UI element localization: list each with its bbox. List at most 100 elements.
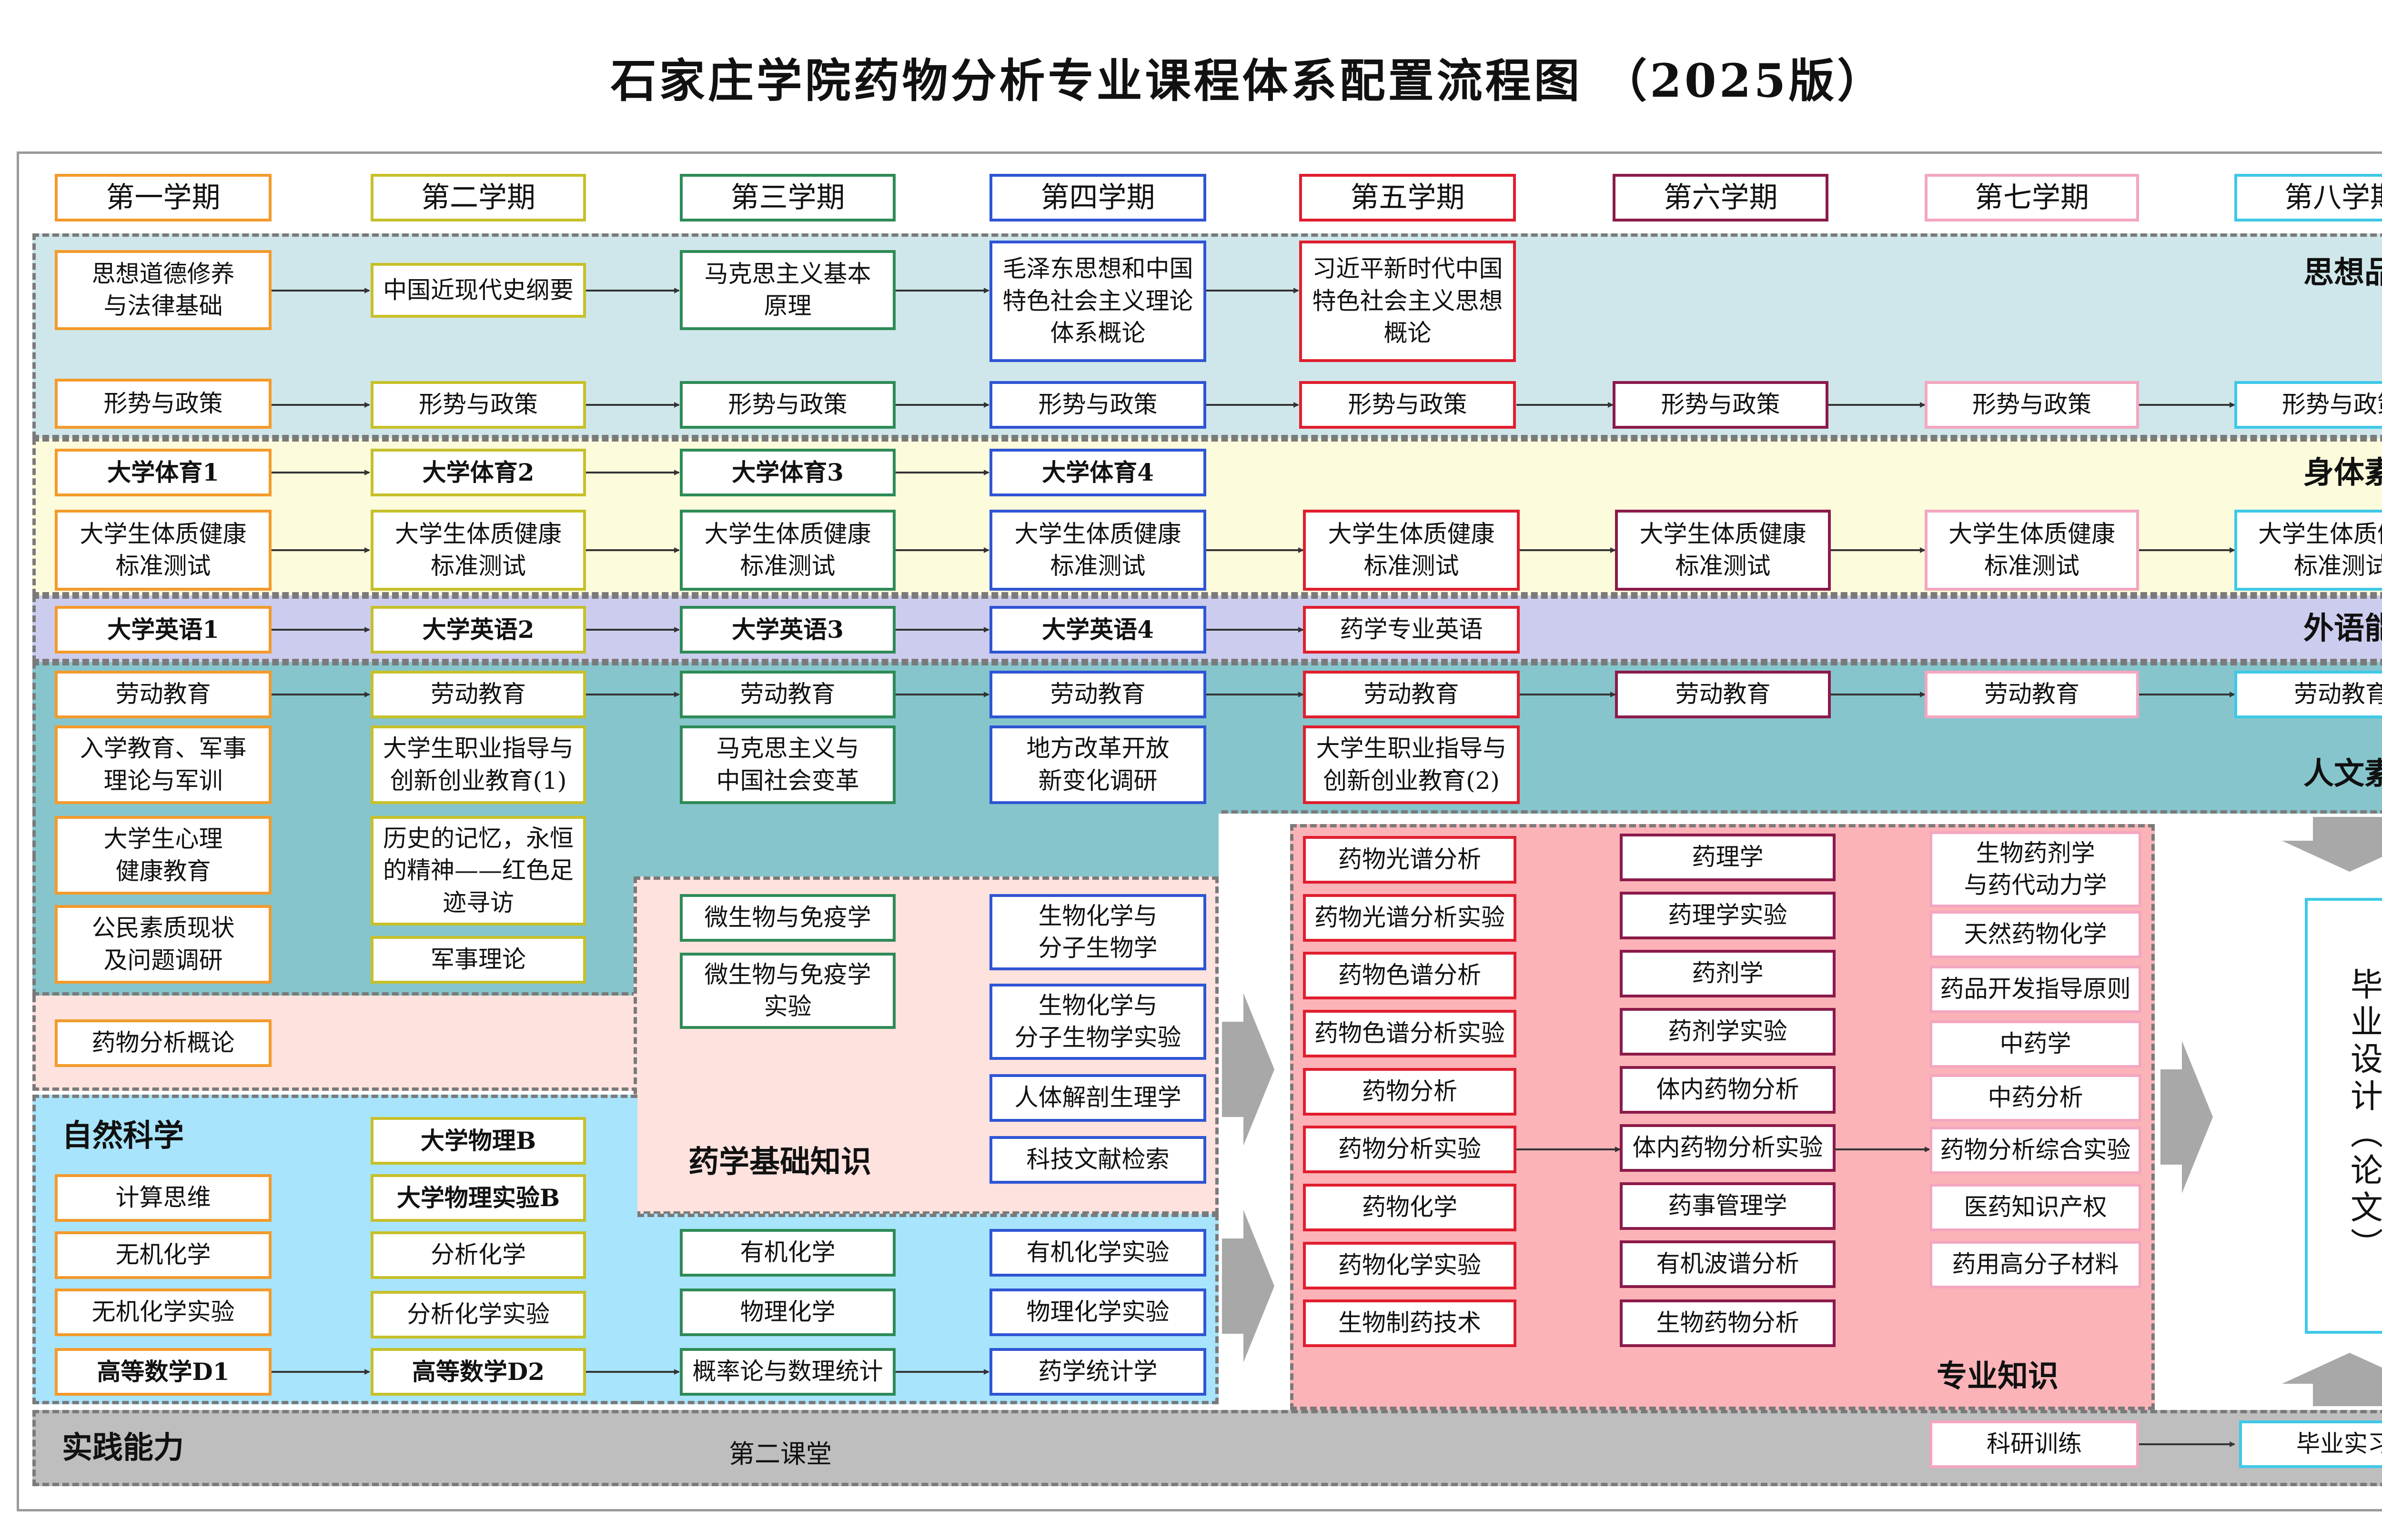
course-gs2: 高等数学D2 xyxy=(371,1348,586,1396)
course-ld-1: 劳动教育 xyxy=(55,671,272,718)
course-xs-2: 形势与政策 xyxy=(371,381,586,429)
course-bysx: 毕业实习 xyxy=(2239,1420,2382,1468)
course-cq: 医药知识产权 xyxy=(1929,1184,2141,1231)
region-renwen-mid xyxy=(634,855,1219,879)
course-ysgl: 药事管理学 xyxy=(1620,1182,1836,1230)
course-yjbp: 有机波谱分析 xyxy=(1620,1240,1836,1288)
course-tz-5: 大学生体质健康 标准测试 xyxy=(1303,510,1520,591)
semester-5-header: 第五学期 xyxy=(1299,174,1516,221)
course-js: 军事理论 xyxy=(371,936,586,984)
semester-7-header: 第七学期 xyxy=(1925,174,2139,221)
course-yy2: 大学英语2 xyxy=(371,606,586,654)
course-sx4: 毛泽东思想和中国 特色社会主义理论 体系概论 xyxy=(989,241,1206,362)
region-label-ziran: 自然科学 xyxy=(62,1118,184,1154)
course-wsw: 微生物与免疫学 xyxy=(680,894,896,942)
course-rx: 入学教育、军事 理论与军训 xyxy=(55,725,272,804)
course-wlsyb: 大学物理实验B xyxy=(371,1174,586,1222)
region-label-shenti: 身体素质 xyxy=(2303,455,2382,491)
course-gfz: 药用高分子材料 xyxy=(1929,1241,2141,1288)
course-xs-8: 形势与政策 xyxy=(2234,381,2382,429)
course-yyzy: 药学专业英语 xyxy=(1303,606,1520,654)
course-wlhx: 物理化学 xyxy=(680,1288,896,1336)
course-wlb: 大学物理B xyxy=(371,1117,586,1165)
course-zy2: 大学生职业指导与 创新创业教育(2) xyxy=(1303,725,1520,804)
course-yy3: 大学英语3 xyxy=(680,606,896,654)
course-ld-8: 劳动教育 xyxy=(2234,671,2382,718)
course-ld-3: 劳动教育 xyxy=(680,671,896,718)
course-gpfx: 药物光谱分析 xyxy=(1303,836,1516,884)
course-df: 地方改革开放 新变化调研 xyxy=(989,725,1206,804)
course-ytj: 药学统计学 xyxy=(989,1348,1206,1396)
course-tz-3: 大学生体质健康 标准测试 xyxy=(680,510,896,591)
course-tn: 体内药物分析 xyxy=(1620,1066,1836,1114)
course-fxhx: 分析化学 xyxy=(371,1231,586,1279)
semester-1-header: 第一学期 xyxy=(55,174,272,221)
course-ywfxsy: 药物分析实验 xyxy=(1303,1126,1516,1173)
course-spsy: 药物色谱分析实验 xyxy=(1303,1010,1516,1057)
region-label-shijian: 实践能力 xyxy=(62,1430,184,1466)
course-tz-8: 大学生体质健康 标准测试 xyxy=(2234,510,2382,591)
course-wjsy: 无机化学实验 xyxy=(55,1288,272,1336)
region-label-waiyu: 外语能力 xyxy=(2303,611,2382,646)
course-xs-1: 形势与政策 xyxy=(55,379,272,429)
region-label-sixiang: 思想品德 xyxy=(2303,255,2382,291)
course-sx1: 思想道德修养 与法律基础 xyxy=(55,250,272,330)
course-ld-7: 劳动教育 xyxy=(1925,671,2139,718)
semester-6-header: 第六学期 xyxy=(1613,174,1828,221)
label-dekt: 第二课堂 xyxy=(729,1439,832,1469)
course-spfx: 药物色谱分析 xyxy=(1303,952,1516,999)
course-shhsy: 生物化学与 分子生物学实验 xyxy=(989,984,1206,1060)
course-gs1: 高等数学D1 xyxy=(55,1348,272,1396)
course-swyj: 生物药剂学 与药代动力学 xyxy=(1929,831,2141,907)
course-ylsy: 药理学实验 xyxy=(1620,892,1836,939)
semester-2-header: 第二学期 xyxy=(371,174,586,221)
course-yfgl: 药物分析概论 xyxy=(55,1019,272,1067)
course-yy1: 大学英语1 xyxy=(55,606,272,654)
course-wjhx: 无机化学 xyxy=(55,1231,272,1279)
course-xs-7: 形势与政策 xyxy=(1925,381,2139,429)
course-ywhx: 药物化学 xyxy=(1303,1184,1516,1231)
course-tz-7: 大学生体质健康 标准测试 xyxy=(1925,510,2139,591)
course-trhx: 天然药物化学 xyxy=(1929,911,2141,958)
course-jssw: 计算思维 xyxy=(55,1174,272,1222)
course-swfx: 生物药物分析 xyxy=(1620,1299,1836,1347)
course-ywfx: 药物分析 xyxy=(1303,1068,1516,1116)
course-zhsy: 药物分析综合实验 xyxy=(1929,1127,2141,1174)
semester-8-header: 第八学期 xyxy=(2234,174,2382,221)
course-mzg: 马克思主义与 中国社会变革 xyxy=(680,725,896,804)
course-shh: 生物化学与 分子生物学 xyxy=(989,894,1206,970)
course-rtjp: 人体解剖生理学 xyxy=(989,1074,1206,1122)
course-swzy: 生物制药技术 xyxy=(1303,1299,1516,1347)
course-yjxsy: 药剂学实验 xyxy=(1620,1008,1836,1056)
course-yy4: 大学英语4 xyxy=(989,606,1206,654)
course-sx2: 中国近现代史纲要 xyxy=(371,263,586,318)
course-ty4: 大学体育4 xyxy=(989,449,1206,496)
course-wlhxsy: 物理化学实验 xyxy=(989,1288,1206,1336)
course-sx5: 习近平新时代中国 特色社会主义思想 概论 xyxy=(1299,241,1516,362)
course-ld-6: 劳动教育 xyxy=(1615,671,1831,718)
course-xs-4: 形势与政策 xyxy=(989,381,1206,429)
course-ld-2: 劳动教育 xyxy=(371,671,586,718)
course-ywhxsy: 药物化学实验 xyxy=(1303,1242,1516,1289)
course-xs-3: 形势与政策 xyxy=(680,381,896,429)
course-ty3: 大学体育3 xyxy=(680,449,896,496)
region-label-zhuanye: 专业知识 xyxy=(1937,1359,2059,1394)
course-ls: 历史的记忆，永恒 的精神——红色足 迹寻访 xyxy=(371,816,586,926)
course-yjx: 药剂学 xyxy=(1620,950,1836,997)
course-ylx: 药理学 xyxy=(1620,834,1836,881)
course-xs-5: 形势与政策 xyxy=(1299,381,1516,429)
course-tnsy: 体内药物分析实验 xyxy=(1620,1124,1836,1172)
course-gpsy: 药物光谱分析实验 xyxy=(1303,894,1516,942)
course-ld-4: 劳动教育 xyxy=(989,671,1206,718)
region-label-renwen: 人文素质 xyxy=(2303,756,2382,792)
course-zyx: 中药学 xyxy=(1929,1020,2141,1068)
course-zyfx: 中药分析 xyxy=(1929,1074,2141,1122)
course-fxsy: 分析化学实验 xyxy=(371,1291,586,1339)
course-kjwx: 科技文献检索 xyxy=(989,1136,1206,1184)
course-ty1: 大学体育1 xyxy=(55,449,272,496)
course-gl: 概率论与数理统计 xyxy=(680,1348,896,1396)
course-zy1: 大学生职业指导与 创新创业教育(1) xyxy=(371,725,586,804)
course-yjhx: 有机化学 xyxy=(680,1229,896,1277)
course-kyxl: 科研训练 xyxy=(1929,1420,2139,1468)
